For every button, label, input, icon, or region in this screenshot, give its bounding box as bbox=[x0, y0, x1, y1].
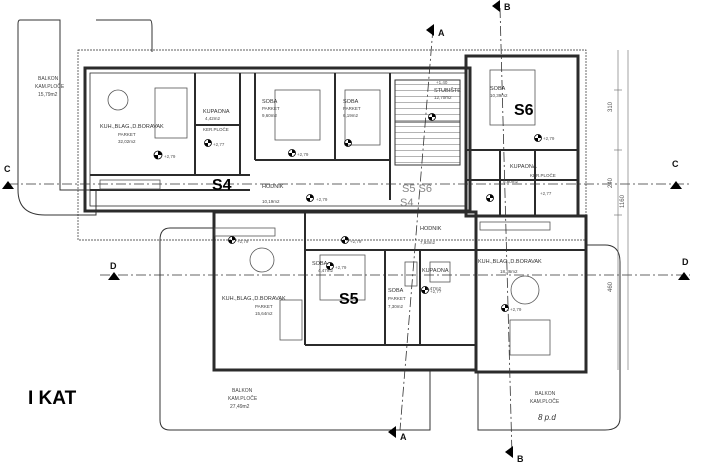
level-text-10: +2,77 bbox=[430, 289, 442, 294]
level-text-9: +2,79 bbox=[335, 265, 347, 270]
room-s4-kuh-area: 32,02m2 bbox=[118, 139, 136, 144]
room-s4-hodnik-area: 10,19m2 bbox=[262, 199, 280, 204]
room-s5-kupaona-name: KUPAONA bbox=[422, 268, 449, 274]
balcony-right-outline bbox=[477, 244, 621, 431]
room-s5-kuh-name: KUH.,BLAG.,D.BORAVAK bbox=[222, 296, 286, 302]
room-s5-hodnik-area: 7,93m2 bbox=[420, 240, 436, 245]
level-marks bbox=[153, 113, 542, 312]
room-s5-kuh-area: 15,64m2 bbox=[255, 311, 273, 316]
level-text-11: +2,79 bbox=[510, 307, 522, 312]
room-s5-soba1-name: SOBA bbox=[312, 261, 328, 267]
room-s6-soba-name: SOBA bbox=[490, 86, 506, 92]
level-text-8: +2,79 bbox=[350, 239, 362, 244]
building-walls bbox=[77, 49, 588, 374]
svg-text:A: A bbox=[400, 432, 407, 442]
section-lines bbox=[8, 7, 690, 456]
level-text-7: +2,79 bbox=[237, 239, 249, 244]
section-marker-d-right: D bbox=[678, 257, 690, 280]
dim-460: 460 bbox=[608, 281, 614, 292]
svg-text:B: B bbox=[504, 2, 511, 12]
room-s4-soba2-name: SOBA bbox=[343, 99, 359, 105]
room-s6-soba-area: 10,39m2 bbox=[490, 93, 508, 98]
room-s4-hodnik-name: HODNIK bbox=[262, 184, 284, 190]
room-s6-kuh-area: 18,36m2 bbox=[500, 269, 518, 274]
unit-label-s4-faint: S4 bbox=[400, 197, 413, 209]
furniture bbox=[99, 69, 551, 356]
dim-310: 310 bbox=[608, 101, 614, 112]
balcony-bottom-outline bbox=[159, 227, 431, 431]
svg-text:C: C bbox=[4, 164, 11, 174]
room-s4-soba1-area: 9,60m2 bbox=[262, 113, 278, 118]
section-marker-c-right: C bbox=[670, 159, 682, 189]
room-stubiste-area: 12,70m2 bbox=[434, 95, 452, 100]
dim-240: 240 bbox=[608, 177, 614, 188]
room-s4-kuh-finish: PARKET bbox=[118, 132, 136, 137]
level-text-2: +2,77 bbox=[213, 142, 225, 147]
dimension-line-right bbox=[614, 50, 629, 370]
room-s6-kupaona-name: KUPAONA bbox=[510, 164, 537, 170]
section-marker-c-left: C bbox=[2, 164, 14, 189]
section-marker-d-left: D bbox=[108, 261, 120, 280]
room-s5-kuh-finish: PARKET bbox=[255, 304, 273, 309]
room-s4-kupaona-name: KUPAONA bbox=[203, 109, 230, 115]
balcony-right-name: BALKON bbox=[535, 391, 556, 397]
svg-text:C: C bbox=[672, 159, 679, 169]
balcony-left-area: 15,79m2 bbox=[38, 92, 58, 98]
interior-walls bbox=[90, 73, 586, 346]
balcony-right-finish: KAM.PLOČE bbox=[530, 398, 560, 405]
svg-text:A: A bbox=[438, 28, 445, 38]
section-marker-b-bottom: B bbox=[505, 446, 524, 464]
section-marker-b-top: B bbox=[492, 0, 511, 12]
room-s5-soba2-area: 7,30m2 bbox=[388, 304, 404, 309]
handwritten-note: 8 p.d bbox=[538, 413, 556, 422]
room-s4-soba2-area: 6,19m2 bbox=[343, 113, 359, 118]
balcony-left-name: BALKON bbox=[38, 76, 59, 82]
balcony-bottom-name: BALKON bbox=[232, 388, 253, 394]
room-s4-kuh-name: KUH.,BLAG.,D.BORAVAK bbox=[100, 124, 164, 130]
room-s5-kupaona-area: 4,47m2 bbox=[426, 286, 442, 291]
unit-label-s4: S4 bbox=[212, 177, 232, 194]
room-s6-kuh-name: KUH.,BLAG.,D.BORAVAK bbox=[478, 259, 542, 265]
level-text-6: +2,79 bbox=[316, 197, 328, 202]
room-s4-soba1-finish: PARKET bbox=[262, 106, 280, 111]
room-s6-kupaona-area: 5,80m2 bbox=[503, 179, 519, 184]
level-text-12: +2,77 bbox=[540, 191, 552, 196]
level-text-3: +2,79 bbox=[297, 152, 309, 157]
balcony-left-finish: KAM.PLOČE bbox=[35, 83, 65, 90]
dim-1160: 1160 bbox=[620, 194, 626, 208]
room-s5-hodnik-name: HODNIK bbox=[420, 226, 442, 232]
svg-text:D: D bbox=[682, 257, 689, 267]
balcony-bottom-area: 27,49m2 bbox=[230, 404, 250, 410]
room-s5-soba2-name: SOBA bbox=[388, 288, 404, 294]
room-s4-soba2-finish: PARKET bbox=[343, 106, 361, 111]
level-text-5: +2,79 bbox=[543, 136, 555, 141]
level-text-4: +1,40 bbox=[436, 80, 448, 85]
balcony-left-outer bbox=[96, 19, 153, 52]
level-text-1: +2,79 bbox=[164, 154, 176, 159]
room-s4-kupaona-area: 4,42m2 bbox=[205, 116, 221, 121]
balcony-left-outline bbox=[17, 19, 97, 216]
unit-label-s5: S5 bbox=[339, 291, 359, 308]
room-s5-soba1-area: 4,47m2 bbox=[318, 268, 334, 273]
room-s6-kupaona-finish: KER.PLOČE bbox=[530, 172, 556, 178]
room-s5-soba2-finish: PARKET bbox=[388, 296, 406, 301]
svg-text:B: B bbox=[517, 454, 524, 464]
room-stubiste-name: STUBIŠTE bbox=[434, 87, 461, 94]
unit-label-s6: S6 bbox=[514, 102, 534, 119]
balcony-bottom-finish: KAM.PLOČE bbox=[228, 395, 258, 402]
unit-label-s5s6-faint: S5 S6 bbox=[402, 183, 432, 195]
room-s4-soba1-name: SOBA bbox=[262, 99, 278, 105]
floor-label: I KAT bbox=[28, 388, 77, 409]
section-marker-a-top: A bbox=[426, 24, 445, 38]
section-marker-a-bottom: A bbox=[388, 426, 407, 442]
room-s4-kupaona-finish: KER.PLOČE bbox=[203, 126, 229, 132]
svg-text:D: D bbox=[110, 261, 117, 271]
